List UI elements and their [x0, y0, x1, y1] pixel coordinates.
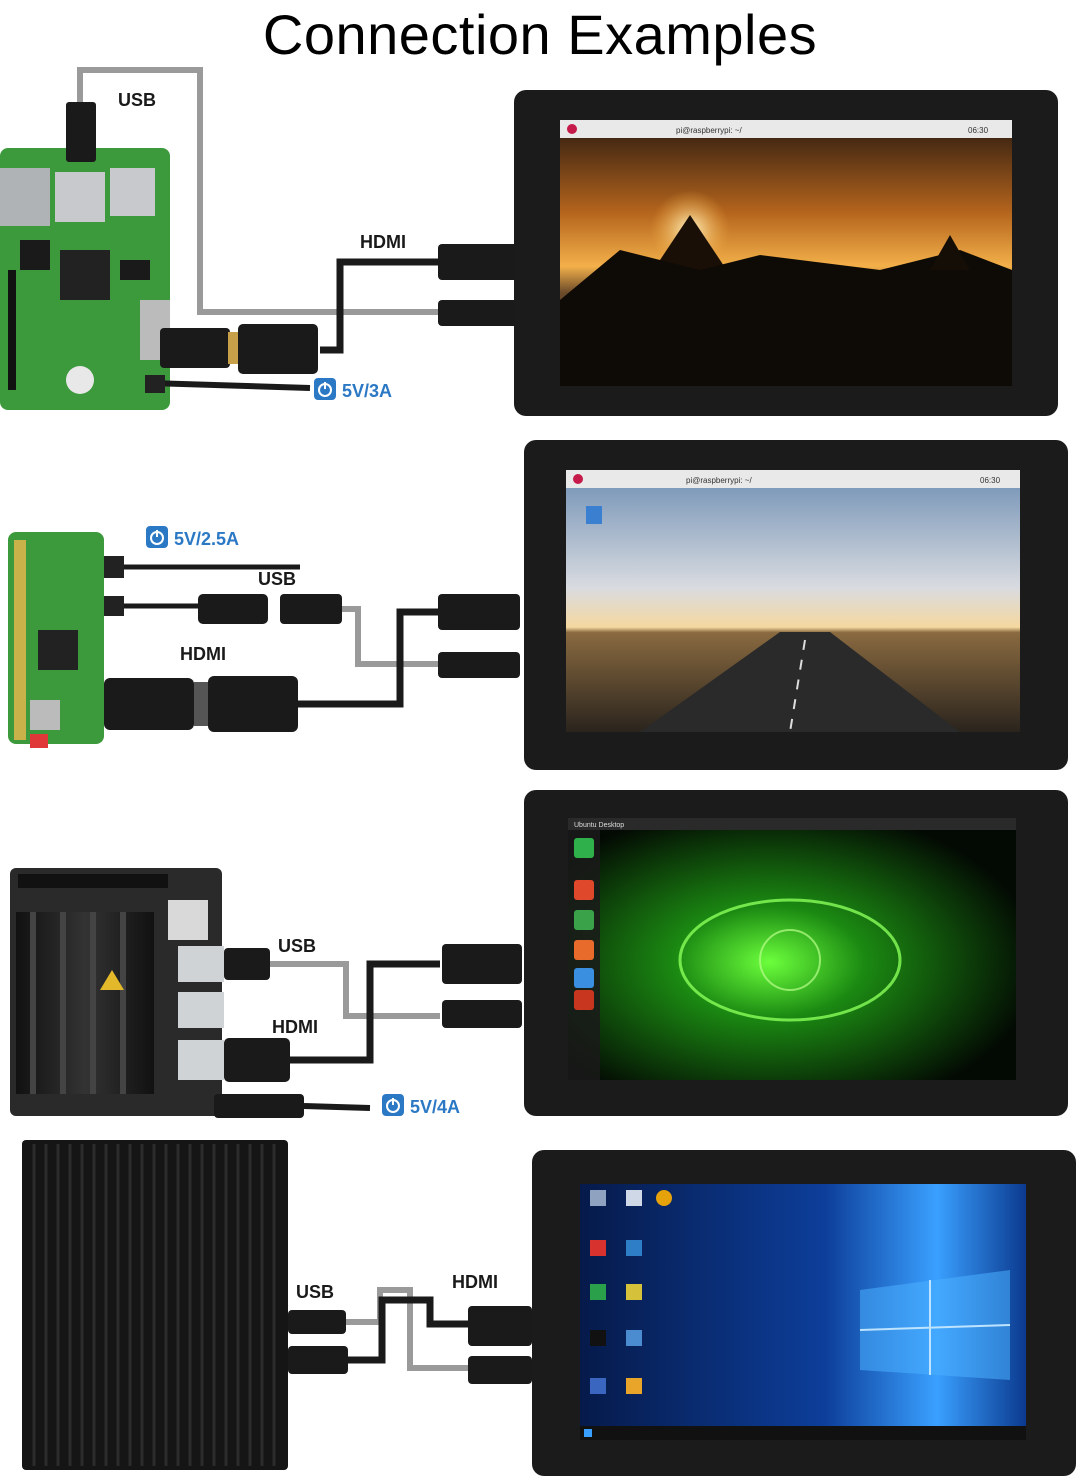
- hdmi-label: HDMI: [272, 1017, 318, 1037]
- titlebar: [568, 818, 1016, 830]
- desktop-icon: [590, 1330, 606, 1346]
- desktop-icon: [590, 1240, 606, 1256]
- desktop-icon: [590, 1190, 606, 1206]
- power-icon: [382, 1094, 404, 1116]
- windows-start-icon: [584, 1429, 592, 1437]
- taskbar-app: pi@raspberrypi: ~/: [686, 476, 752, 485]
- jetson-nano-board: [10, 868, 224, 1116]
- mini-pc-case: [22, 1140, 288, 1470]
- windows-taskbar: [580, 1426, 1026, 1440]
- usb-label: USB: [296, 1282, 334, 1302]
- raspberry-icon: [567, 124, 577, 134]
- desktop-icon: [626, 1284, 642, 1300]
- power-label: 5V/3A: [342, 381, 392, 401]
- row-3: USB HDMI 5V/4A Ubuntu Desktop: [10, 790, 1068, 1118]
- raspberry-icon: [573, 474, 583, 484]
- taskbar-app: pi@raspberrypi: ~/: [676, 126, 742, 135]
- raspberry-pi-zero-board: [8, 532, 104, 748]
- desktop-icon: [626, 1190, 642, 1206]
- taskbar: [566, 470, 1020, 488]
- power-icon: [314, 378, 336, 400]
- usb-label: USB: [118, 90, 156, 110]
- desktop-icon: [590, 1378, 606, 1394]
- screen-wallpaper-nvidia: [568, 818, 1016, 1080]
- window-title: Ubuntu Desktop: [574, 822, 624, 829]
- taskbar: [560, 120, 1012, 138]
- usb-label: USB: [258, 569, 296, 589]
- page-title: Connection Examples: [262, 3, 818, 66]
- chrome-icon: [656, 1190, 672, 1206]
- desktop-icon: [590, 1284, 606, 1300]
- row-1: USB HDMI 5V/3A pi@raspberrypi: ~/ 06:30: [0, 67, 1058, 416]
- taskbar-time: 06:30: [968, 126, 989, 135]
- monitor-4: [532, 1150, 1076, 1476]
- raspberry-pi-4-board: [0, 148, 170, 410]
- desktop-icon: [626, 1330, 642, 1346]
- hdmi-label: HDMI: [180, 644, 226, 664]
- desktop-icon: [626, 1378, 642, 1394]
- row-2: 5V/2.5A USB HDMI pi@raspberrypi: ~/ 06:3…: [8, 440, 1068, 770]
- usb-label: USB: [278, 936, 316, 956]
- monitor-2: pi@raspberrypi: ~/ 06:30: [524, 440, 1068, 770]
- desktop-icon: [626, 1240, 642, 1256]
- monitor-3: Ubuntu Desktop: [524, 790, 1068, 1116]
- trash-icon: [586, 506, 602, 524]
- hdmi-label: HDMI: [360, 232, 406, 252]
- taskbar-time: 06:30: [980, 476, 1001, 485]
- power-label: 5V/2.5A: [174, 529, 239, 549]
- hdmi-label: HDMI: [452, 1272, 498, 1292]
- monitor-1: pi@raspberrypi: ~/ 06:30: [514, 90, 1058, 416]
- power-label: 5V/4A: [410, 1097, 460, 1117]
- power-icon: [146, 526, 168, 548]
- row-4: USB HDMI: [22, 1140, 1076, 1476]
